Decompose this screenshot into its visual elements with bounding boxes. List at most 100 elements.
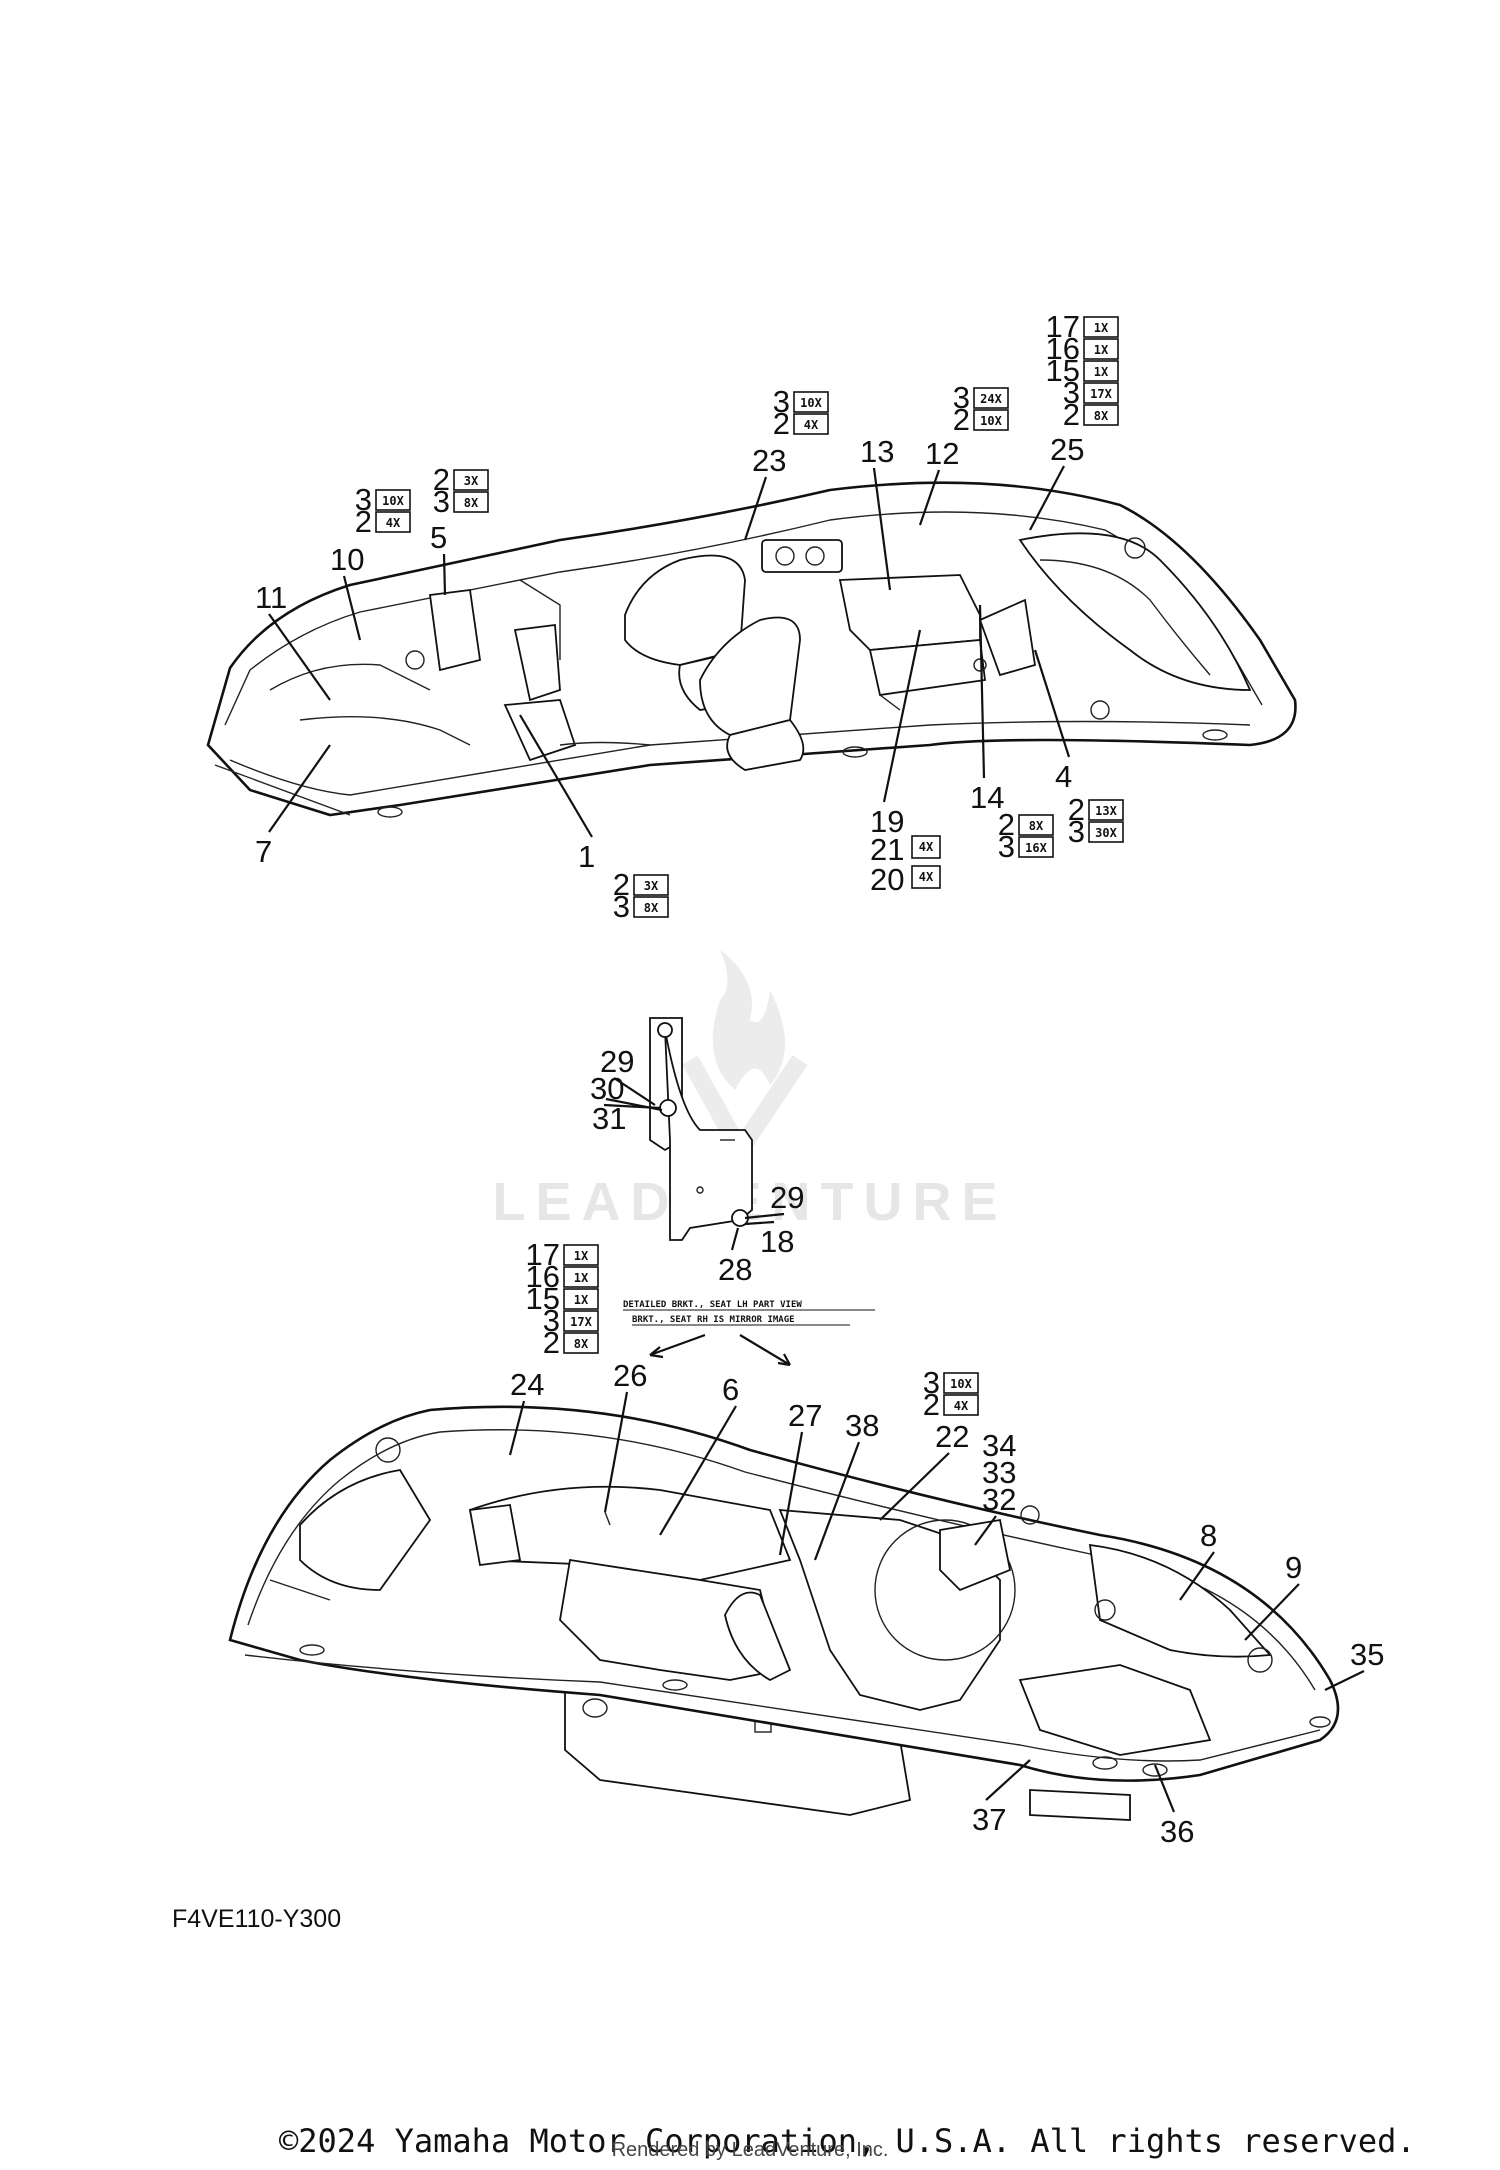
- top-callout-13: 13: [860, 434, 894, 591]
- leader-line: [743, 476, 768, 541]
- stack-part-number: 2: [773, 406, 790, 441]
- stack-part-number: 2: [1063, 397, 1080, 432]
- top-callout-11: 11: [255, 580, 331, 701]
- qty-box: [563, 1244, 599, 1266]
- qty-text: 8X: [1029, 819, 1044, 833]
- leader-line: [1244, 1583, 1300, 1641]
- qty-box: [943, 1394, 979, 1416]
- qty-box: [563, 1288, 599, 1310]
- callout-number: 31: [592, 1101, 626, 1136]
- leader-line: [508, 1400, 526, 1456]
- qty-text: 10X: [950, 1377, 972, 1391]
- callout-number: 14: [970, 780, 1004, 815]
- top-callout-25: 25: [1029, 432, 1084, 531]
- note-line-1: DETAILED BRKT., SEAT LH PART VIEW: [623, 1300, 802, 1310]
- stack-part-number: 3: [433, 484, 450, 519]
- leader-line: [342, 575, 362, 641]
- bracket-callout-29: 29: [744, 1180, 804, 1220]
- qty-box: [563, 1266, 599, 1288]
- qty-text: 8X: [1094, 409, 1109, 423]
- qty-text: 1X: [1094, 365, 1109, 379]
- callout-number: 29: [600, 1044, 634, 1079]
- bottom-callout-22: 22: [879, 1419, 969, 1521]
- leader-line: [519, 714, 593, 838]
- qty-box: [911, 835, 941, 859]
- leader-line: [744, 1220, 775, 1226]
- qty-text: 4X: [804, 418, 819, 432]
- bottom-callout-32: 32: [974, 1482, 1016, 1546]
- qty-text: 10X: [980, 414, 1002, 428]
- leader-line: [744, 1212, 785, 1220]
- leader-line: [978, 604, 986, 779]
- leader-line: [603, 1391, 629, 1513]
- top-callout-10: 10: [330, 542, 364, 641]
- stack-part-number: 2: [355, 504, 372, 539]
- leader-line: [1324, 1670, 1365, 1691]
- leader-line: [974, 1515, 997, 1546]
- callout-number: 26: [613, 1358, 647, 1393]
- stack-part-number: 2: [543, 1325, 560, 1360]
- bottom-callout-26: 26: [603, 1358, 647, 1513]
- qty-text: 13X: [1095, 804, 1117, 818]
- qty-box: [1083, 316, 1119, 338]
- callout-number: 11: [255, 580, 287, 615]
- qty-box: [1018, 814, 1054, 836]
- leader-line: [882, 629, 922, 803]
- stack-part-number: 17: [526, 1237, 560, 1272]
- bracket-callout-28: 28: [718, 1227, 752, 1287]
- callout-number: 28: [718, 1252, 752, 1287]
- callout-number: 38: [845, 1408, 879, 1443]
- leader-line: [1033, 649, 1071, 758]
- stack-part-number: 2: [433, 462, 450, 497]
- note-line-2: BRKT., SEAT RH IS MIRROR IMAGE: [632, 1315, 795, 1325]
- copyright-text: ©2024 Yamaha Motor Corporation, U.S.A. A…: [279, 2122, 1416, 2160]
- bottom-callout-36: 36: [1153, 1764, 1194, 1849]
- qty-text: 8X: [464, 496, 479, 510]
- qty-box: [633, 874, 669, 896]
- leader-line: [1153, 1764, 1176, 1813]
- leader-line: [268, 613, 331, 701]
- qty-box: [1083, 404, 1119, 426]
- qty-box: [1018, 836, 1054, 858]
- callout-number: 1: [578, 839, 595, 874]
- stack-part-number: 3: [998, 829, 1015, 864]
- qty-text: 4X: [919, 840, 934, 854]
- stack-part-number: 3: [773, 384, 790, 419]
- leader-line: [605, 1097, 663, 1112]
- callout-number: 22: [935, 1419, 969, 1454]
- qty-text: 4X: [919, 870, 934, 884]
- qty-text: 16X: [1025, 841, 1047, 855]
- callout-number: 4: [1055, 759, 1072, 794]
- flame-logo-icon: [712, 950, 785, 1090]
- callout-number: 9: [1285, 1550, 1302, 1585]
- qty-text: 10X: [382, 494, 404, 508]
- qty-text: 10X: [800, 396, 822, 410]
- diagram-code: F4VE110-Y300: [172, 1905, 341, 1933]
- callout-number: 35: [1350, 1637, 1384, 1672]
- leader-line: [879, 1452, 950, 1521]
- callout-number: 6: [722, 1372, 739, 1407]
- top-callout-23: 23: [743, 443, 786, 541]
- stack-part-number: 3: [923, 1365, 940, 1400]
- detail-note: DETAILED BRKT., SEAT LH PART VIEW BRKT.,…: [623, 1300, 875, 1367]
- stack-part-number: 2: [613, 867, 630, 902]
- qty-box: [1083, 360, 1119, 382]
- qty-box: [1088, 799, 1124, 821]
- leader-line: [872, 467, 892, 591]
- qty-box: [633, 896, 669, 918]
- rendered-by-text: Rendered by LeadVenture, Inc.: [612, 2139, 889, 2161]
- callout-number: 37: [972, 1802, 1006, 1837]
- bottom-callout-8: 8: [1179, 1518, 1217, 1601]
- qty-box: [973, 387, 1009, 409]
- top-callout-14: 14: [970, 604, 1004, 815]
- qty-box: [793, 391, 829, 413]
- leader-line: [730, 1227, 740, 1251]
